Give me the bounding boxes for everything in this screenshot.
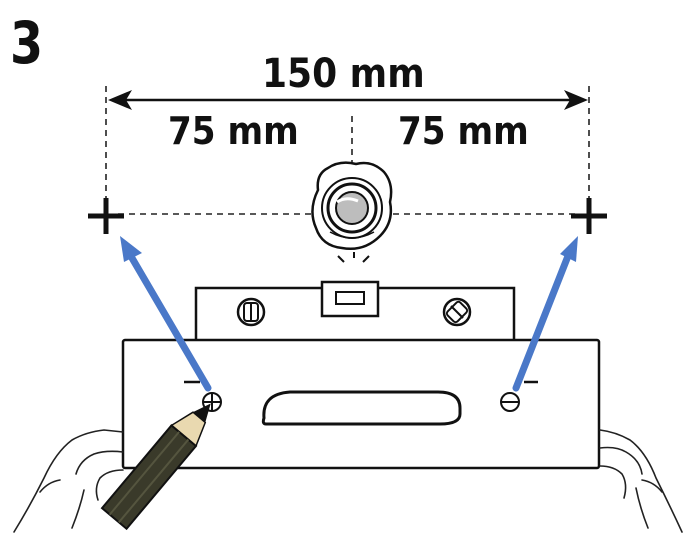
bubble-vial-zoom-icon [311, 161, 393, 250]
step-number: 3 [10, 9, 44, 77]
focus-tick-marks [337, 252, 370, 263]
device-panel [121, 338, 601, 470]
left-transfer-arrow [120, 236, 212, 392]
total-width-label: 150 mm [262, 51, 425, 97]
left-half-width-label: 75 mm [168, 109, 299, 153]
right-screw-icon [500, 392, 520, 412]
level-vial-right [442, 297, 472, 327]
dimension-line [108, 90, 588, 110]
right-transfer-arrow [512, 236, 578, 392]
handle-slot [261, 390, 462, 426]
left-crosshair-mark [88, 198, 124, 234]
right-crosshair-mark [571, 198, 607, 234]
left-hand-icon [13, 429, 124, 533]
right-hand-icon [599, 429, 683, 533]
pencil-icon [100, 403, 211, 531]
spirit-level-icon [194, 280, 516, 346]
level-vial-left [236, 297, 266, 327]
right-half-width-label: 75 mm [398, 109, 529, 153]
